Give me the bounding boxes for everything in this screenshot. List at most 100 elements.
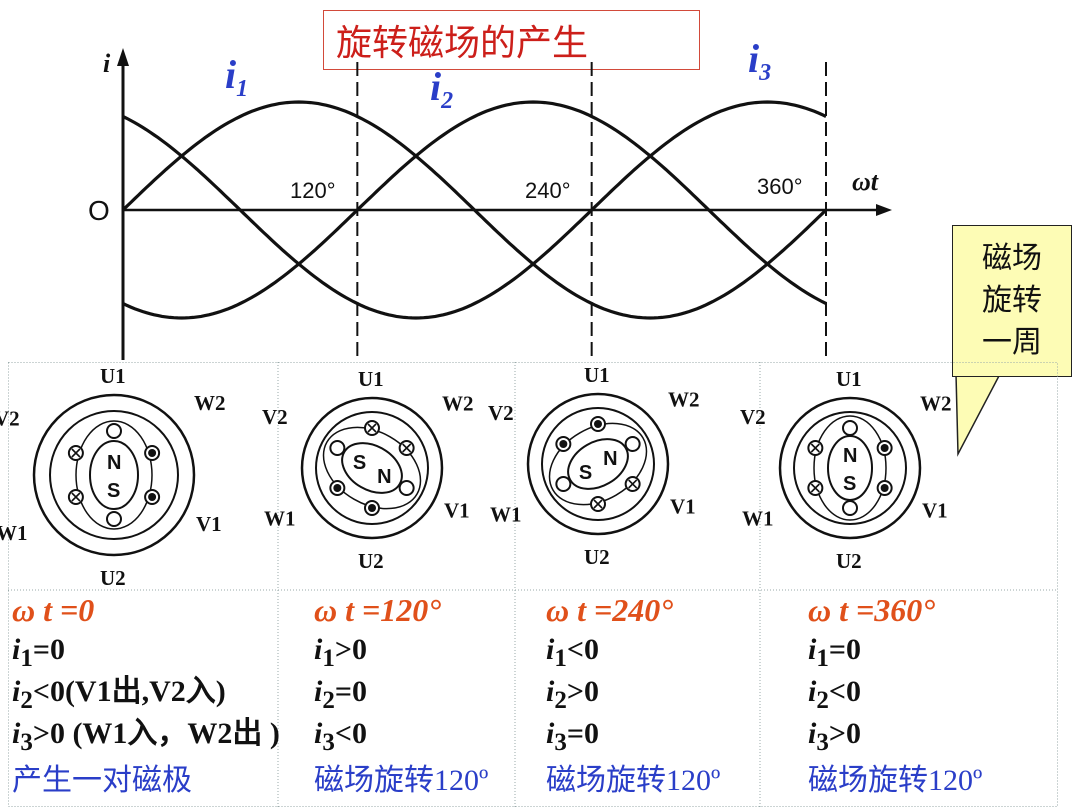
terminal-upper-right: W2 [668,387,700,411]
terminal-top: U1 [836,367,862,391]
slot-top-empty [842,420,858,436]
terminal-upper-left: V2 [0,407,20,431]
panel-1-wt: ω t =0 [12,592,95,628]
current-curve-i3 [122,100,827,320]
tick-label-120: 120° [290,178,336,203]
panel-3-line-i2: i2>0 [546,675,599,714]
slot-upper-left-empty [329,440,346,456]
panel-1-info: ω t =0 i1=0 i2<0(V1出,V2入) i3>0 (W1入，W2出 … [12,592,280,799]
stator-outer [526,392,670,536]
pole-label-1: N [107,452,121,474]
rotor [341,442,403,494]
terminal-lower-right: V1 [444,499,470,523]
panel-3-line-i1: i1<0 [546,633,599,672]
terminal-upper-right: W2 [920,391,952,415]
slot-lower-left-empty [555,476,572,492]
panel-3-line-i3: i3=0 [546,717,599,756]
panel-1-line-i2: i2<0(V1出,V2入) [12,675,226,714]
slot-bottom-cross [593,499,603,509]
terminal-top: U1 [358,367,384,391]
panel-4-info: ω t =360° i1=0 i2<0 i3>0 磁场旋转120º [808,592,982,799]
panel-1-result: 产生一对磁极 [12,764,192,797]
slot-lower-left-cross [810,483,820,493]
terminal-lower-right: V1 [196,512,222,536]
slot-top-cross [367,423,377,433]
callout-text: 磁场 旋转 一周 [982,241,1042,360]
curve-label-i2: i2 [430,64,453,114]
slot-lower-right-cross [628,479,638,489]
slot-upper-left-dot [559,440,568,448]
panel-3-result: 磁场旋转120º [546,764,721,797]
origin-label: O [88,195,110,226]
panel-2-line-i3: i3<0 [314,717,367,756]
terminal-bottom: U2 [100,566,126,590]
flux-loop [548,422,648,506]
slot-upper-left-cross [71,448,81,458]
waveform-graph: i O ωt 120° 240° 360° i1 i2 i3 [88,36,892,362]
slot-bottom-dot [368,504,376,512]
terminal-lower-left: W1 [0,521,28,545]
terminal-lower-left: W1 [742,507,774,531]
panel-3-info: ω t =240° i1<0 i2>0 i3=0 磁场旋转120º [546,592,720,799]
curve-label-i3: i3 [748,36,771,86]
pole-label-2: N [377,466,391,488]
curve-label-i1: i1 [225,52,248,102]
rotor-group [75,420,153,530]
slot-upper-right-cross [402,443,412,453]
stator-inner [49,410,179,540]
panel-2-line-i2: i2=0 [314,675,367,714]
panel-4-wt: ω t =360° [808,592,936,628]
y-axis-label: i [103,49,111,78]
tick-label-240: 240° [525,178,571,203]
pole-label-2: S [843,473,856,495]
pole-label-1: N [843,445,857,467]
slot-bottom-empty [106,511,122,527]
slot-lower-left-cross [71,492,81,502]
sine-curves [121,100,828,320]
panel-2-wt: ω t =120° [314,592,442,628]
terminal-top: U1 [584,363,610,387]
current-curve-i1 [121,100,828,320]
panel-4-line-i2: i2<0 [808,675,861,714]
rotor [89,440,139,510]
terminal-lower-left: W1 [490,503,522,527]
rotor-group [813,415,887,521]
slot-lower-left-dot [333,484,342,492]
terminal-bottom: U2 [836,549,862,573]
slot-bottom-empty [842,500,858,516]
stator-outer [300,396,444,540]
stator-inner [315,411,429,525]
slot-lower-right-dot [880,484,889,492]
terminal-upper-right: W2 [442,391,474,415]
panel-grid [8,362,1058,807]
callout-box: 磁场 旋转 一周 [952,225,1072,377]
stator-outer [778,396,922,540]
pole-label-2: S [579,462,592,484]
terminal-upper-left: V2 [740,405,766,429]
panel-4-result: 磁场旋转120º [808,764,983,797]
pole-label-1: N [603,448,617,470]
page-title: 旋转磁场的产生 [323,10,700,70]
slot-top-dot [594,420,602,428]
panel-4-line-i3: i3>0 [808,717,861,756]
tick-label-360: 360° [757,174,803,199]
panel-2-info: ω t =120° i1>0 i2=0 i3<0 磁场旋转120º [314,592,488,799]
slot-upper-right-dot [880,444,889,452]
pole-label-2: S [107,480,120,502]
slot-upper-right-empty [624,436,641,452]
terminal-bottom: U2 [358,549,384,573]
flux-loop [322,426,422,510]
stator-outer [32,393,196,557]
stator-inner [793,411,907,525]
panel-1-line-i3: i3>0 (W1入，W2出 ) [12,717,280,756]
terminal-upper-left: V2 [262,405,288,429]
y-axis-arrow [117,48,129,66]
panel-3-wt: ω t =240° [546,592,674,628]
panel-1-line-i1: i1=0 [12,633,65,672]
stator-inner [541,407,655,521]
slot-lower-right-dot [148,493,157,501]
terminal-lower-right: V1 [922,499,948,523]
